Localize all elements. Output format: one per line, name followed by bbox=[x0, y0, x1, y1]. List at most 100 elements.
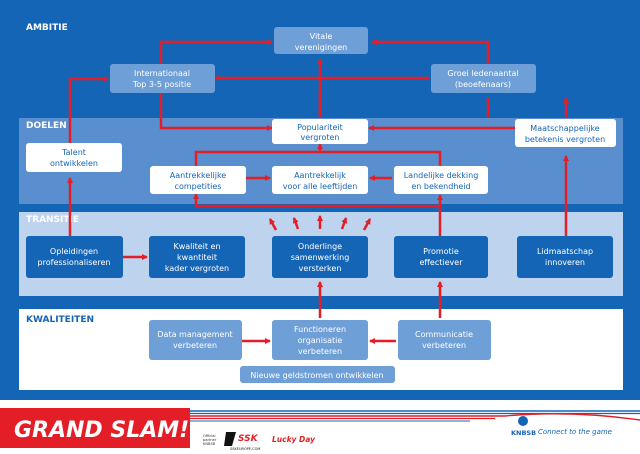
knbsb-label: KNBSB bbox=[511, 429, 536, 437]
connector-groei-vitale bbox=[371, 39, 490, 64]
box-talent: Talent ontwikkelen bbox=[26, 143, 122, 172]
section-label-ambitie: AMBITIE bbox=[26, 23, 68, 33]
ssk-url: SSKEUROPE.COM bbox=[230, 447, 260, 451]
box-kwaliteit-kader-line-3: kader vergroten bbox=[165, 264, 229, 273]
box-landelijke-line-2: en bekendheid bbox=[411, 182, 470, 191]
lucky-day-label: Lucky Day bbox=[272, 435, 316, 444]
box-internationaal-line-2: Top 3-5 positie bbox=[132, 80, 191, 89]
box-leeftijden-line-2: voor alle leeftijden bbox=[283, 182, 358, 191]
box-kwaliteit-kader-line-1: Kwaliteit en bbox=[173, 242, 220, 251]
box-landelijke: Landelijke dekking en bekendheid bbox=[394, 166, 488, 194]
connector-doelen-bus bbox=[194, 150, 442, 166]
box-onderlinge-line-1: Onderlinge bbox=[298, 242, 342, 251]
connector-talent-internationaal bbox=[68, 76, 109, 143]
footer: GRAND SLAM! KNBSB Connect to the game Of… bbox=[0, 400, 640, 454]
lucky-day-logo: Lucky Day bbox=[272, 435, 316, 444]
box-vitale: Vitale verenigingen bbox=[274, 27, 368, 54]
box-opleidingen-line-1: Opleidingen bbox=[50, 247, 98, 256]
box-onderlinge: Onderlinge samenwerking versterken bbox=[272, 236, 368, 278]
box-competities-line-2: competities bbox=[175, 182, 222, 191]
box-competities: Aantrekkelijke competities bbox=[150, 166, 246, 194]
box-promotie-line-2: effectiever bbox=[420, 258, 464, 267]
box-functioneren: Functioneren organisatie verbeteren bbox=[272, 320, 368, 360]
box-maatschappelijke-line-2: betekenis vergroten bbox=[525, 135, 605, 144]
box-onderlinge-line-3: versterken bbox=[299, 264, 342, 273]
section-label-kwaliteiten: KWALITEITEN bbox=[26, 315, 94, 325]
ssk-logo: SSK SSKEUROPE.COM bbox=[224, 432, 260, 451]
box-lidmaatschap: Lidmaatschap innoveren bbox=[517, 236, 613, 278]
box-communicatie-line-2: verbeteren bbox=[422, 341, 466, 350]
box-populariteit-line-1: Populariteit bbox=[297, 123, 343, 132]
box-talent-line-1: Talent bbox=[61, 148, 86, 157]
box-vitale-line-1: Vitale bbox=[310, 32, 333, 41]
section-label-doelen: DOELEN bbox=[26, 121, 67, 131]
connector-internationaal-populariteit bbox=[159, 93, 273, 131]
official-line-2: partner bbox=[203, 438, 217, 442]
box-promotie-line-1: Promotie bbox=[423, 247, 459, 256]
ssk-mark bbox=[224, 432, 236, 446]
connector-burst-5 bbox=[362, 218, 372, 231]
box-opleidingen: Opleidingen professionaliseren bbox=[26, 236, 123, 278]
connector-burst-1 bbox=[268, 218, 278, 231]
box-groei-line-1: Groei ledenaantal bbox=[447, 69, 518, 78]
section-label-transitie: TRANSITIE bbox=[26, 215, 79, 225]
box-geldstromen-line-1: Nieuwe geldstromen ontwikkelen bbox=[250, 371, 383, 380]
connector-promotie-competities bbox=[193, 193, 442, 236]
box-kwaliteit-kader: Kwaliteit en kwantiteit kader vergroten bbox=[149, 236, 245, 278]
box-promotie: Promotie effectiever bbox=[394, 236, 488, 278]
stripe-band bbox=[190, 410, 640, 422]
box-functioneren-line-1: Functioneren bbox=[294, 325, 346, 334]
box-onderlinge-line-2: samenwerking bbox=[291, 253, 350, 262]
box-functioneren-line-2: organisatie bbox=[298, 336, 343, 345]
box-opleidingen-line-2: professionaliseren bbox=[38, 258, 111, 267]
box-internationaal-line-1: Internationaal bbox=[134, 69, 190, 78]
box-groei: Groei ledenaantal(beoefenaars) bbox=[431, 64, 536, 93]
grand-slam-banner bbox=[0, 408, 190, 448]
box-datamanagement: Data management verbeteren bbox=[149, 320, 242, 360]
official-line-3: KNBSB bbox=[203, 442, 216, 446]
box-talent-line-2: ontwikkelen bbox=[50, 159, 98, 168]
ssk-label: SSK bbox=[238, 434, 259, 444]
official-line-1: Official bbox=[203, 434, 215, 438]
box-competities-line-1: Aantrekkelijke bbox=[170, 171, 227, 180]
connector-burst-2 bbox=[292, 217, 300, 230]
box-lidmaatschap-line-2: innoveren bbox=[545, 258, 585, 267]
connector-internationaal-vitale bbox=[159, 39, 273, 64]
connector-burst-4 bbox=[340, 217, 348, 230]
box-lidmaatschap-line-1: Lidmaatschap bbox=[537, 247, 593, 256]
connect-tagline: Connect to the game bbox=[538, 428, 612, 436]
box-datamanagement-line-2: verbeteren bbox=[173, 341, 217, 350]
box-datamanagement-line-1: Data management bbox=[157, 330, 232, 339]
box-landelijke-line-1: Landelijke dekking bbox=[404, 171, 479, 180]
svg-text:Nieuwe geldstromen ontwikkelen: Nieuwe geldstromen ontwikkelen bbox=[250, 371, 383, 380]
box-populariteit-line-2: vergroten bbox=[300, 133, 339, 142]
box-kwaliteit-kader-line-2: kwantiteit bbox=[177, 253, 217, 262]
knbsb-logo: KNBSB bbox=[511, 416, 536, 437]
box-functioneren-line-3: verbeteren bbox=[298, 347, 342, 356]
box-vitale-line-2: verenigingen bbox=[295, 43, 347, 52]
box-geldstromen: Nieuwe geldstromen ontwikkelen bbox=[240, 366, 395, 383]
